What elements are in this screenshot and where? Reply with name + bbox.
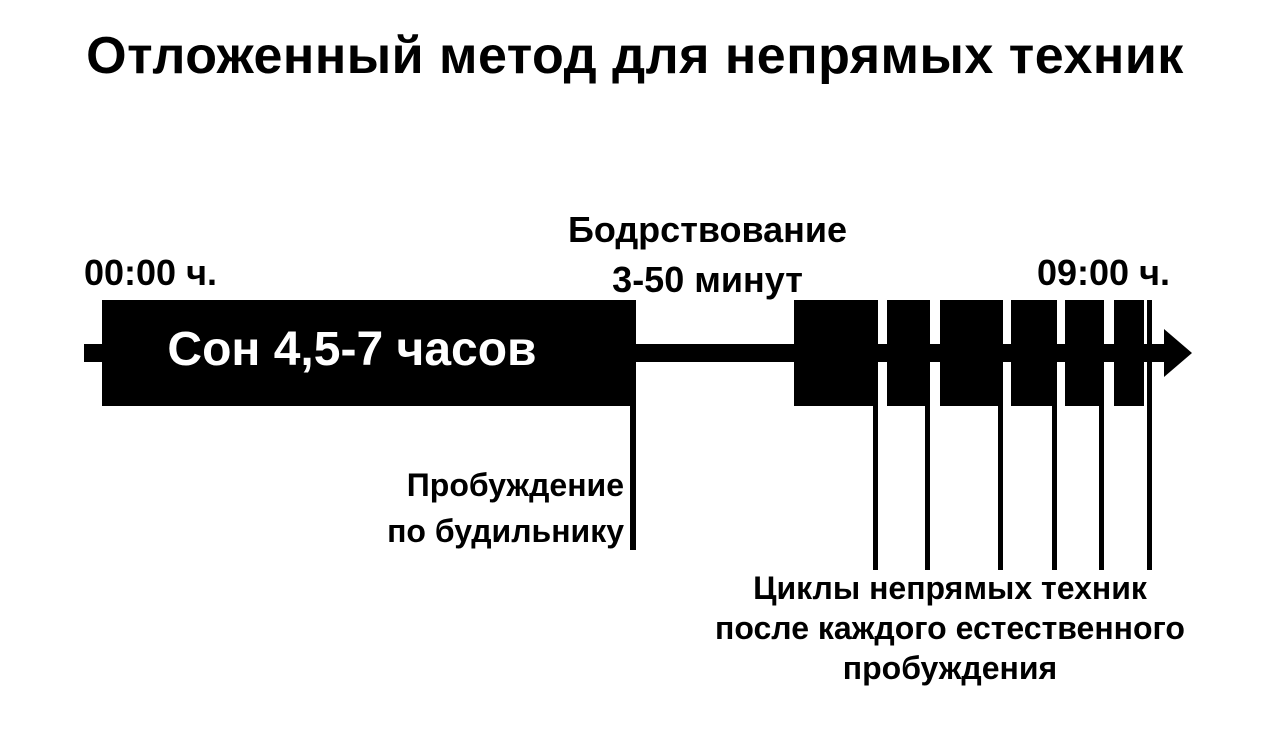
alarm-wakeup-line-2: по будильнику	[387, 513, 624, 549]
alarm-wakeup-tick	[630, 300, 636, 550]
sleep-block-label: Сон 4,5-7 часов	[167, 323, 537, 376]
start-time-label: 00:00 ч.	[84, 252, 217, 293]
cycles-line-1: Циклы непрямых техник	[753, 570, 1147, 606]
cycle-block	[794, 300, 874, 406]
natural-wakeup-tick	[1052, 300, 1057, 570]
sleep-block	[102, 300, 636, 406]
wake-period-line-1: Бодрствование	[567, 209, 848, 250]
wake-period-label: Бодрствование 3-50 минут	[520, 205, 895, 305]
page-title: Отложенный метод для непрямых техник	[86, 27, 1184, 85]
natural-wakeup-tick	[1147, 300, 1152, 570]
wake-period-line-2: 3-50 минут	[612, 259, 803, 300]
cycles-label: Циклы непрямых техник после каждого есте…	[680, 568, 1220, 688]
cycle-block	[887, 300, 925, 406]
cycles-line-2: после каждого естественного	[715, 610, 1185, 646]
cycle-block	[1065, 300, 1099, 406]
alarm-wakeup-line-1: Пробуждение	[406, 467, 624, 503]
timeline-arrow-head	[1164, 329, 1192, 377]
natural-wakeup-tick	[925, 300, 930, 570]
natural-wakeup-tick	[873, 300, 878, 570]
alarm-wakeup-label: Пробуждение по будильнику	[300, 462, 624, 554]
natural-wakeup-tick	[1099, 300, 1104, 570]
cycle-block	[1114, 300, 1144, 406]
cycles-line-3: пробуждения	[842, 650, 1058, 686]
cycle-block	[940, 300, 998, 406]
cycle-block	[1011, 300, 1052, 406]
end-time-label: 09:00 ч.	[1037, 252, 1170, 293]
natural-wakeup-tick	[998, 300, 1003, 570]
